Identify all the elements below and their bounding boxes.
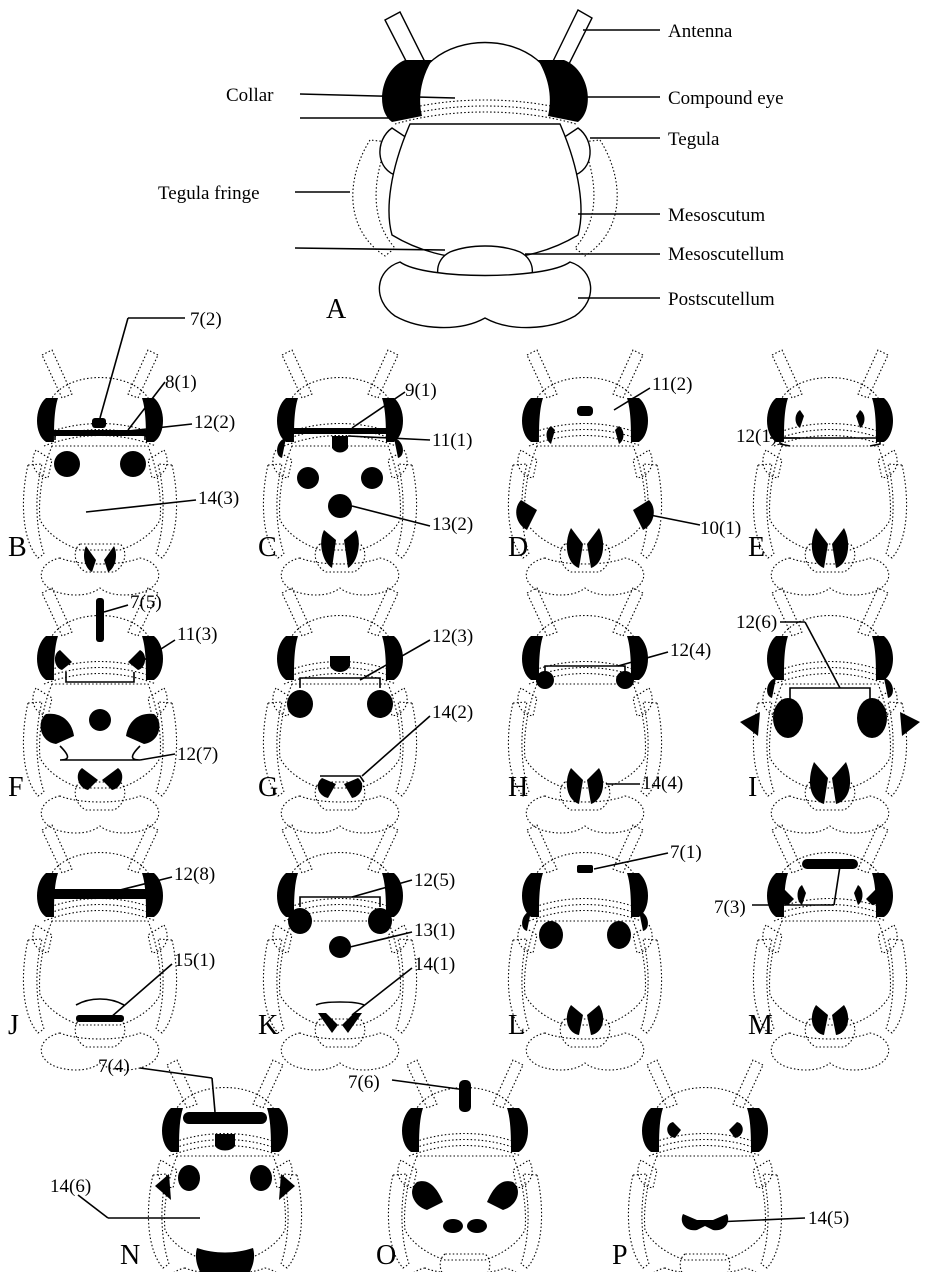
- panel-k-thorax: [263, 825, 416, 1070]
- code-m-7-3: 7(3): [714, 897, 746, 918]
- code-k-14-1: 14(1): [414, 954, 455, 975]
- code-i-12-6: 12(6): [736, 612, 777, 633]
- panel-letter-j: J: [8, 1010, 19, 1041]
- code-b-12-2: 12(2): [194, 412, 235, 433]
- code-c-9-1: 9(1): [405, 380, 437, 401]
- panel-b-thorax: [23, 350, 176, 595]
- leader-n-14-6: [78, 1195, 108, 1218]
- panel-letter-n: N: [120, 1240, 140, 1271]
- mesoscutum: [389, 124, 581, 258]
- panel-j-thorax: [23, 825, 176, 1070]
- panel-a-thorax: Antenna Collar Compound eye Tegula Tegul…: [158, 10, 784, 328]
- code-g-12-3: 12(3): [432, 626, 473, 647]
- panel-letter-p: P: [612, 1240, 628, 1271]
- code-o-7-6: 7(6): [348, 1072, 380, 1093]
- leader-k-13-1: [350, 932, 412, 947]
- leader-b-7-2: [100, 318, 128, 418]
- label-collar: Collar: [226, 85, 274, 106]
- code-c-13-2: 13(2): [432, 514, 473, 535]
- code-b-8-1: 8(1): [165, 372, 197, 393]
- panel-letter-d: D: [508, 532, 528, 563]
- panel-o-thorax: [388, 1060, 541, 1272]
- leader-j-15-1: [110, 964, 172, 1018]
- panel-l-thorax: [508, 825, 661, 1070]
- leader-o-7-6: [392, 1080, 466, 1090]
- label-compound-eye: Compound eye: [668, 88, 784, 109]
- label-tegula: Tegula: [668, 129, 720, 150]
- code-h-12-4: 12(4): [670, 640, 711, 661]
- code-e-12-1: 12(1): [736, 426, 777, 447]
- panel-letter-m: M: [748, 1010, 773, 1041]
- panel-letter-i: I: [748, 772, 757, 803]
- panel-m-thorax: [753, 825, 906, 1070]
- code-f-12-7: 12(7): [177, 744, 218, 765]
- code-f-11-3: 11(3): [177, 624, 217, 645]
- label-antenna: Antenna: [668, 21, 733, 42]
- code-b-7-2: 7(2): [190, 309, 222, 330]
- code-d-11-2: 11(2): [652, 374, 692, 395]
- panel-letter-f: F: [8, 772, 24, 803]
- code-k-12-5: 12(5): [414, 870, 455, 891]
- panel-p-thorax: [628, 1060, 781, 1272]
- panel-d-thorax: [508, 350, 661, 595]
- code-d-10-1: 10(1): [700, 518, 741, 539]
- code-c-11-1: 11(1): [432, 430, 472, 451]
- panel-letter-h: H: [508, 772, 528, 803]
- label-postscutellum: Postscutellum: [668, 289, 775, 310]
- head: [410, 43, 560, 111]
- leader-d-10-1: [650, 515, 700, 525]
- leader-c-13-2: [352, 506, 430, 526]
- leader-f-7-5: [104, 605, 128, 612]
- panel-letter-o: O: [376, 1240, 396, 1271]
- label-mesoscutellum: Mesoscutellum: [668, 244, 784, 265]
- code-l-7-1: 7(1): [670, 842, 702, 863]
- leader-b-14-3: [86, 500, 196, 512]
- leader-n-7-4-tail: [212, 1078, 215, 1112]
- panel-c-thorax: [263, 350, 416, 595]
- leader-k-12-5: [352, 880, 412, 897]
- panel-n-thorax: [148, 1060, 301, 1272]
- code-h-14-4: 14(4): [642, 773, 683, 794]
- panel-letter-e: E: [748, 532, 765, 563]
- code-g-14-2: 14(2): [432, 702, 473, 723]
- code-j-12-8: 12(8): [174, 864, 215, 885]
- code-k-13-1: 13(1): [414, 920, 455, 941]
- leader-g-14-2: [362, 716, 430, 776]
- code-n-7-4: 7(4): [98, 1056, 130, 1077]
- code-n-14-6: 14(6): [50, 1176, 91, 1197]
- label-tegula-fringe: Tegula fringe: [158, 183, 260, 204]
- code-p-14-5: 14(5): [808, 1208, 849, 1229]
- panel-letter-k: K: [258, 1010, 278, 1041]
- panel-letter-b: B: [8, 532, 27, 563]
- leader-i-12-6: [805, 622, 840, 688]
- code-j-15-1: 15(1): [174, 950, 215, 971]
- leader-n-7-4: [140, 1068, 212, 1078]
- leader-f-12-7: [140, 754, 175, 760]
- panel-letter-a: A: [326, 294, 347, 325]
- panel-letter-l: L: [508, 1010, 525, 1041]
- panel-letter-c: C: [258, 532, 277, 563]
- panel-h-thorax: [508, 588, 661, 833]
- label-mesoscutum: Mesoscutum: [668, 205, 765, 226]
- panel-letter-g: G: [258, 772, 278, 803]
- code-b-14-3: 14(3): [198, 488, 239, 509]
- panel-e-thorax: [753, 350, 906, 595]
- panel-f-thorax: [23, 588, 176, 833]
- panel-g-thorax: [263, 588, 416, 833]
- leader-p-14-5: [715, 1218, 805, 1222]
- code-f-7-5: 7(5): [130, 592, 162, 613]
